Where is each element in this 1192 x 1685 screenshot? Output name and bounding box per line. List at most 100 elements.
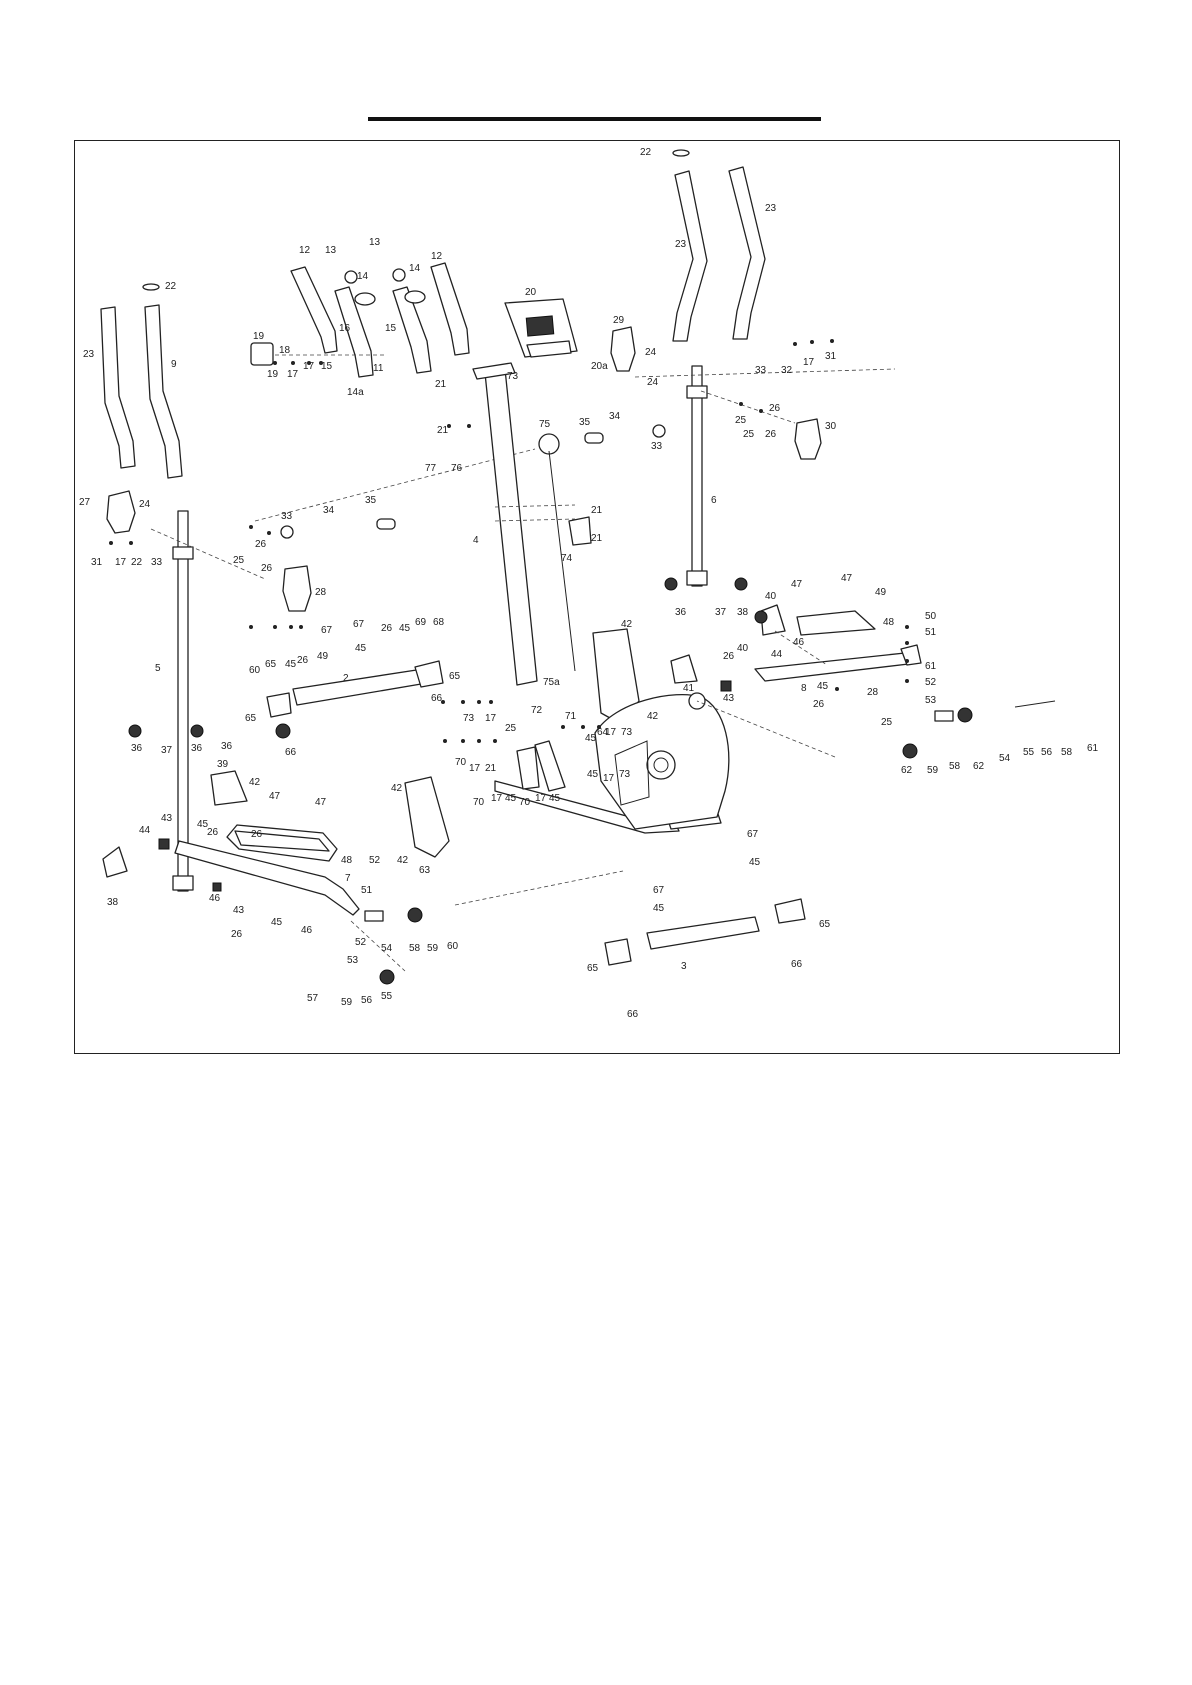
label-47: 47 (315, 797, 327, 808)
label-35: 35 (365, 495, 377, 506)
label-70: 70 (473, 797, 485, 808)
handle-grip-12-left (290, 266, 338, 354)
label-17: 17 (485, 713, 497, 724)
label-35: 35 (579, 417, 591, 428)
label-47: 47 (791, 579, 803, 590)
label-58: 58 (949, 761, 961, 772)
label-17: 17 (603, 773, 615, 784)
label-33: 33 (755, 365, 767, 376)
label-53: 53 (925, 695, 937, 706)
label-43: 43 (233, 905, 245, 916)
label-45: 45 (653, 903, 665, 914)
left-bracket-28 (282, 565, 312, 612)
label-5: 5 (155, 663, 161, 674)
label-55: 55 (381, 991, 393, 1002)
label-47: 47 (269, 791, 281, 802)
label-71: 71 (565, 711, 577, 722)
label-21: 21 (435, 379, 447, 390)
label-31: 31 (825, 351, 837, 362)
label-75: 75 (539, 419, 551, 430)
label-21: 21 (485, 763, 497, 774)
label-73: 73 (621, 727, 633, 738)
label-59: 59 (927, 765, 939, 776)
label-51: 51 (361, 885, 373, 896)
label-34: 34 (323, 505, 335, 516)
label-45: 45 (197, 819, 209, 830)
label-33: 33 (151, 557, 163, 568)
label-25: 25 (881, 717, 893, 728)
label-45: 45 (749, 857, 761, 868)
label-50: 50 (925, 611, 937, 622)
label-61: 61 (925, 661, 937, 672)
right-pedal-arm-8 (754, 610, 922, 682)
label-37: 37 (715, 607, 727, 618)
right-pivot-40 (760, 604, 786, 636)
label-56: 56 (1041, 747, 1053, 758)
label-34: 34 (609, 411, 621, 422)
label-60: 60 (249, 665, 261, 676)
label-26: 26 (765, 429, 777, 440)
label-24: 24 (647, 377, 659, 388)
label-17: 17 (605, 727, 617, 738)
label-66: 66 (627, 1009, 639, 1020)
label-58: 58 (1061, 747, 1073, 758)
label-54: 54 (381, 943, 393, 954)
front-stabilizer-2 (266, 660, 444, 718)
label-61: 61 (1087, 743, 1099, 754)
exploded-parts-diagram: 22 23 12 13 13 12 14 14 16 15 11 19 18 1… (79, 147, 1099, 1020)
label-57: 57 (307, 993, 319, 1004)
right-upright-6 (686, 365, 708, 587)
label-43: 43 (161, 813, 173, 824)
label-74: 74 (561, 553, 573, 564)
label-38: 38 (107, 897, 119, 908)
bracket-19 (250, 342, 274, 366)
label-9: 9 (171, 359, 177, 370)
label-21: 21 (591, 505, 603, 516)
right-handlebar-23 (728, 166, 766, 340)
label-72: 72 (531, 705, 543, 716)
label-19: 19 (267, 369, 279, 380)
label-65: 65 (449, 671, 461, 682)
label-39: 39 (217, 759, 229, 770)
right-handlebar-16 (672, 170, 708, 342)
label-17: 17 (535, 793, 547, 804)
label-22: 22 (131, 557, 143, 568)
label-23: 23 (675, 239, 687, 250)
left-handlebar-23 (100, 306, 136, 469)
label-42: 42 (397, 855, 409, 866)
label-36: 36 (131, 743, 143, 754)
label-65: 65 (265, 659, 277, 670)
label-26: 26 (261, 563, 273, 574)
label-26: 26 (255, 539, 267, 550)
label-26: 26 (297, 655, 309, 666)
label-24: 24 (139, 499, 151, 510)
label-55: 55 (1023, 747, 1035, 758)
label-53: 53 (347, 955, 359, 966)
label-75a: 75a (543, 677, 560, 688)
label-40: 40 (737, 643, 749, 654)
label-66: 66 (791, 959, 803, 970)
centre-mast-4 (472, 362, 538, 686)
label-49: 49 (317, 651, 329, 662)
label-2: 2 (343, 673, 349, 684)
label-68: 68 (433, 617, 445, 628)
label-56: 56 (361, 995, 373, 1006)
label-43: 43 (723, 693, 735, 704)
label-29: 29 (613, 315, 625, 326)
label-7: 7 (345, 873, 351, 884)
label-15: 15 (321, 361, 333, 372)
label-67: 67 (747, 829, 759, 840)
label-64: 64 (597, 727, 609, 738)
label-52: 52 (355, 937, 367, 948)
left-pedal-bracket-38 (102, 846, 128, 878)
label-18: 18 (279, 345, 291, 356)
label-26: 26 (207, 827, 219, 838)
label-12: 12 (431, 251, 443, 262)
label-42: 42 (249, 777, 261, 788)
label-22: 22 (165, 281, 177, 292)
left-upright-5 (172, 510, 194, 892)
label-45: 45 (585, 733, 597, 744)
label-14: 14 (409, 263, 421, 274)
label-32: 32 (781, 365, 793, 376)
label-26: 26 (251, 829, 263, 840)
